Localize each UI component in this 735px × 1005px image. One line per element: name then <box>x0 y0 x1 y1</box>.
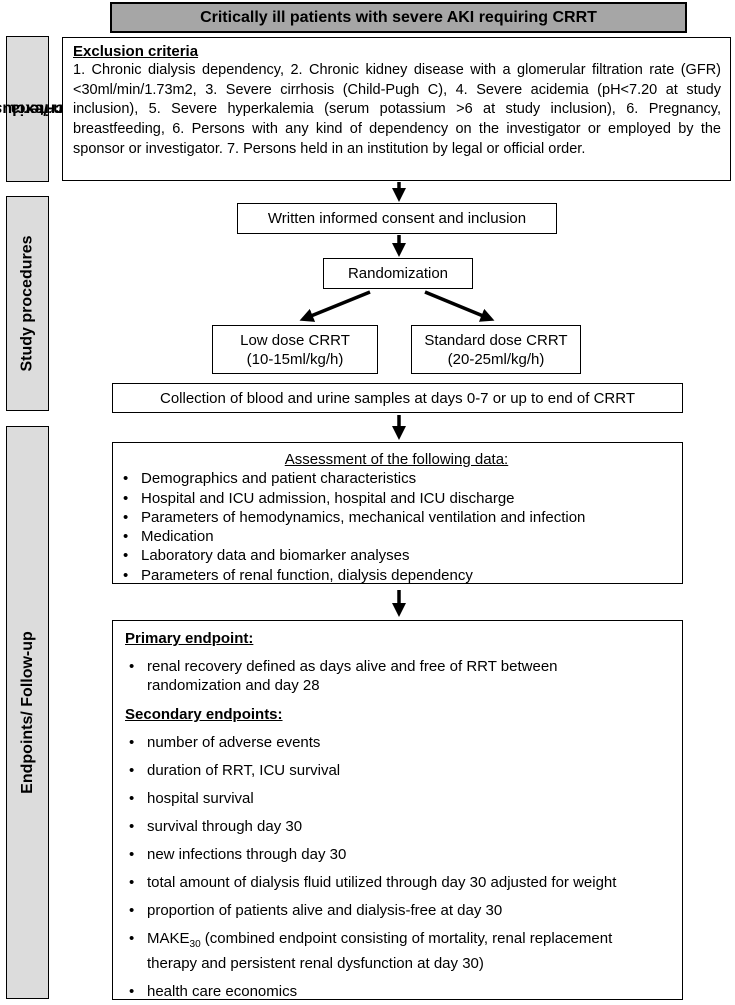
secondary-endpoint-item: new infections through day 30 <box>125 845 670 864</box>
exclusion-heading: Exclusion criteria <box>73 43 199 60</box>
low-dose-line1: Low dose CRRT <box>240 331 350 349</box>
make30-prefix: MAKE <box>147 930 190 947</box>
low-dose-line2: (10-15ml/kg/h) <box>246 350 344 368</box>
assessment-list: Demographics and patient characteristics… <box>119 469 674 585</box>
secondary-endpoint-item: number of adverse events <box>125 733 670 752</box>
side-label-endpoints: Endpoints/ Follow-up <box>6 426 49 999</box>
exclusion-box: Exclusion criteria 1. Chronic dialysis d… <box>62 37 731 181</box>
secondary-endpoint-item: health care economics <box>125 982 670 1001</box>
collection-text: Collection of blood and urine samples at… <box>160 389 635 407</box>
header-title: Critically ill patients with severe AKI … <box>200 8 597 26</box>
standard-dose-line2: (20-25ml/kg/h) <box>447 350 545 368</box>
primary-endpoint-item: renal recovery defined as days alive and… <box>125 657 670 695</box>
primary-endpoint-heading: Primary endpoint: <box>125 630 254 647</box>
assessment-item: Demographics and patient characteristics <box>119 469 674 489</box>
arrow-to-low-dose <box>299 290 371 322</box>
make30-subscript: 30 <box>189 939 201 950</box>
secondary-endpoint-item: total amount of dialysis fluid utilized … <box>125 873 670 892</box>
primary-endpoint-list: renal recovery defined as days alive and… <box>125 657 670 695</box>
secondary-endpoint-item: survival through day 30 <box>125 817 670 836</box>
consent-text: Written informed consent and inclusion <box>267 210 527 227</box>
side-label-procedures: Study procedures <box>6 196 49 411</box>
assessment-item: Laboratory data and biomarker analyses <box>119 546 674 566</box>
assessment-heading: Assessment of the following data: <box>284 451 509 468</box>
low-dose-box: Low dose CRRT (10-15ml/kg/h) <box>212 325 378 374</box>
assessment-box: Assessment of the following data: Demogr… <box>112 442 683 585</box>
endpoints-box: Primary endpoint: renal recovery defined… <box>112 620 683 1001</box>
collection-box: Collection of blood and urine samples at… <box>112 383 683 413</box>
exclusion-text: 1. Chronic dialysis dependency, 2. Chron… <box>73 62 721 157</box>
secondary-endpoints-heading: Secondary endpoints: <box>125 706 283 723</box>
make30-text: (combined endpoint consisting of mortali… <box>147 930 613 972</box>
make30-item: MAKE30 (combined endpoint consisting of … <box>125 929 670 973</box>
secondary-endpoint-item: duration of RRT, ICU survival <box>125 761 670 780</box>
randomization-text: Randomization <box>347 265 449 282</box>
standard-dose-box: Standard dose CRRT (20-25ml/kg/h) <box>411 325 581 374</box>
standard-dose-line1: Standard dose CRRT <box>424 331 568 349</box>
assessment-item: Hospital and ICU admission, hospital and… <box>119 489 674 509</box>
side-label-inclusion: In-/exclusioncriteria <box>0 36 67 182</box>
assessment-item: Parameters of hemodynamics, mechanical v… <box>119 508 674 528</box>
secondary-endpoint-item: proportion of patients alive and dialysi… <box>125 901 670 920</box>
randomization-box: Randomization <box>323 258 473 289</box>
assessment-item: Medication <box>119 527 674 547</box>
arrow-to-standard-dose <box>424 290 495 322</box>
assessment-item: Parameters of renal function, dialysis d… <box>119 566 674 586</box>
consent-box: Written informed consent and inclusion <box>237 203 557 234</box>
header-box: Critically ill patients with severe AKI … <box>110 2 687 33</box>
secondary-endpoint-item: hospital survival <box>125 789 670 808</box>
secondary-endpoints-list: number of adverse events duration of RRT… <box>125 733 670 1001</box>
